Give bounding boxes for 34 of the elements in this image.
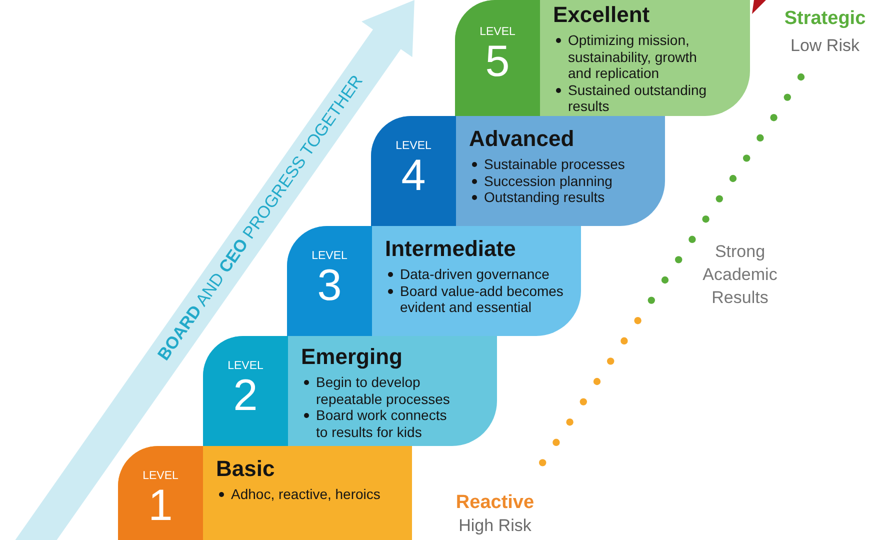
level-step-card bbox=[118, 446, 412, 540]
level-number: 4 bbox=[400, 154, 427, 198]
level-label: LEVEL bbox=[394, 140, 432, 153]
bullet-item: Data-driven governance bbox=[385, 266, 582, 282]
level-scale-label: Reactive bbox=[454, 492, 536, 514]
level-title: Excellent bbox=[553, 2, 650, 28]
level-number: 2 bbox=[232, 374, 259, 418]
bullet-item: Adhoc, reactive, heroics bbox=[216, 486, 416, 502]
level-title: Advanced bbox=[469, 126, 574, 152]
level-title: Emerging bbox=[301, 344, 402, 370]
bullet-item: Outstanding results bbox=[469, 189, 669, 206]
level-label: LEVEL bbox=[142, 470, 180, 483]
bullet-item: Optimizing mission, sustainability, growth and replication bbox=[553, 32, 720, 82]
level-label: LEVEL bbox=[478, 26, 516, 39]
level-step-card bbox=[371, 116, 665, 226]
bullet-item: Sustainable processes bbox=[469, 156, 669, 172]
level-step-card bbox=[203, 336, 497, 446]
level-title: Intermediate bbox=[385, 236, 516, 262]
level-number: 1 bbox=[147, 484, 174, 528]
level-scale-label: Strategic bbox=[783, 8, 867, 30]
level-number: 5 bbox=[484, 40, 511, 84]
bullet-item: Succession planning bbox=[469, 172, 669, 189]
outcome-label: Strong Academic Results bbox=[702, 241, 778, 309]
risk-label: Low Risk bbox=[790, 36, 860, 56]
level-label: LEVEL bbox=[226, 360, 264, 373]
level-step-card bbox=[455, 0, 750, 116]
risk-label: High Risk bbox=[458, 516, 532, 536]
level-title: Basic bbox=[216, 456, 275, 482]
bullet-item: Begin to develop repeatable processes bbox=[301, 374, 461, 407]
bullet-item: Sustained outstanding results bbox=[553, 82, 720, 114]
level-number: 3 bbox=[316, 264, 343, 308]
bullet-item: Board work connects to results for kids bbox=[301, 407, 461, 440]
bullet-item: Board value-add becomes evident and essential bbox=[385, 282, 582, 316]
level-label: LEVEL bbox=[310, 250, 348, 263]
